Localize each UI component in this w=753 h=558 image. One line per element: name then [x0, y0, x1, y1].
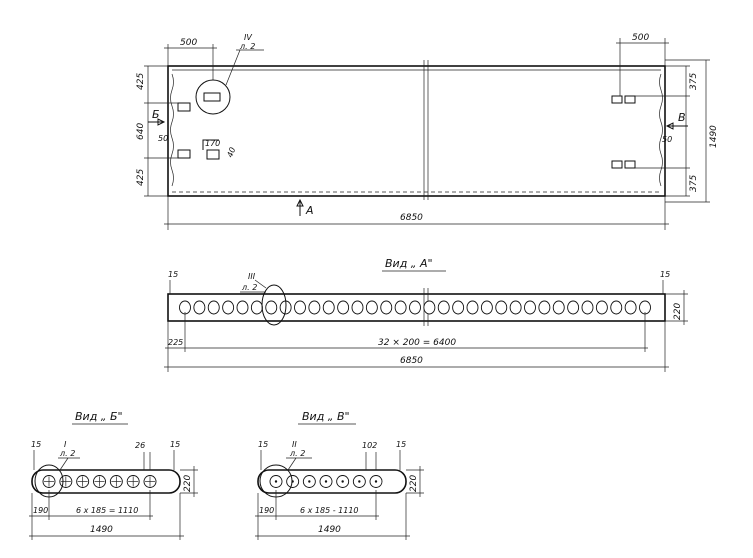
detail-dim-40: 40: [225, 146, 237, 159]
dim-left-425-bottom: 425: [136, 169, 146, 186]
plan-view: IV л. 2 500 500 425 640 425 50 Б 37: [136, 33, 719, 230]
hole: [452, 300, 465, 315]
dim-top-right: 500: [632, 33, 649, 43]
view-a-dim-15-left: 15: [168, 270, 178, 279]
hole: [480, 300, 493, 315]
hole: [265, 300, 278, 315]
view-mark-b: Б: [152, 108, 160, 121]
embedded-plate: [624, 160, 636, 169]
view-b: Вид „ Б" I л. 2 15 26 15 220 190 6 x 185…: [29, 410, 198, 540]
view-a-dim-total: 6850: [400, 356, 423, 366]
detail-dim-170: 170: [205, 139, 220, 148]
hole: [423, 300, 436, 315]
plan-dim-total: 6850: [400, 213, 423, 223]
view-b-callout-sheet: л. 2: [59, 449, 75, 458]
hole: [193, 300, 206, 315]
view-b-dim-total: 1490: [90, 525, 113, 535]
view-a-strip-outline: [167, 293, 666, 322]
embedded-plate: [611, 95, 623, 104]
hole: [222, 300, 235, 315]
hole: [207, 300, 220, 315]
view-b-dim-pitch: 6 x 185 = 1110: [76, 506, 138, 515]
view-a-dim-220: 220: [673, 303, 683, 320]
view-v-dim-total: 1490: [318, 525, 341, 535]
view-mark-v: В: [678, 111, 686, 124]
view-b-dim-15-right: 15: [170, 440, 180, 449]
view-b-dim-15-left: 15: [31, 440, 41, 449]
view-v-holes: [269, 475, 383, 488]
view-v-callout-sheet: л. 2: [289, 449, 305, 458]
view-a: Вид „ А" III л. 2 15 15 220 225 32 × 200…: [164, 257, 688, 372]
hole: [308, 300, 321, 315]
view-b-dim-26: 26: [135, 441, 145, 450]
hole: [552, 300, 565, 315]
callout-iv-sheet: л. 2: [239, 42, 255, 51]
dim-left-425-top: 425: [136, 73, 146, 90]
view-b-dim-190: 190: [33, 506, 48, 515]
view-mark-a: А: [305, 204, 314, 217]
view-b-title: Вид „ Б": [75, 410, 123, 423]
hole: [524, 300, 536, 315]
dim-right-375-bottom: 375: [689, 175, 699, 192]
view-v-title: Вид „ В": [302, 410, 350, 423]
hole: [437, 300, 450, 315]
hole: [495, 300, 508, 315]
hole: [337, 300, 350, 315]
view-v-callout-num: II: [292, 440, 297, 449]
view-v-strip-outline: [257, 469, 407, 494]
hole: [509, 300, 522, 315]
hole: [581, 300, 594, 315]
view-a-dim-225: 225: [168, 338, 183, 347]
view-v-dim-102: 102: [362, 441, 377, 450]
hole: [595, 300, 608, 315]
dim-top-left: 500: [180, 38, 197, 48]
view-v-dim-190: 190: [259, 506, 274, 515]
view-a-dim-pitch: 32 × 200 = 6400: [378, 338, 456, 348]
hole: [351, 300, 364, 315]
view-a-holes: [179, 300, 651, 315]
hole: [624, 300, 637, 315]
hole: [236, 300, 249, 315]
hole: [538, 300, 551, 315]
view-a-dim-15-right: 15: [660, 270, 670, 279]
view-v-dim-15-right: 15: [396, 440, 406, 449]
view-v-dim-pitch: 6 x 185 - 1110: [300, 506, 359, 515]
hole: [610, 300, 623, 315]
embedded-plate: [177, 149, 191, 159]
embedded-plate: [624, 95, 636, 104]
hole: [409, 300, 421, 315]
dim-right-375-top: 375: [689, 73, 699, 90]
hole: [365, 300, 378, 315]
hole: [394, 300, 407, 315]
dim-left-640: 640: [136, 123, 146, 140]
hole: [567, 300, 580, 315]
view-b-strip-outline: [31, 469, 181, 494]
view-a-callout-num: III: [248, 272, 256, 281]
view-v: Вид „ В" II л. 2 15 102 15 220 190 6 x 1…: [255, 410, 424, 540]
view-v-dim-15-left: 15: [258, 440, 268, 449]
dim-left-50: 50: [158, 134, 168, 143]
hole: [294, 300, 306, 315]
hole: [250, 300, 263, 315]
view-b-holes: [42, 475, 157, 488]
embedded-plate: [177, 102, 191, 112]
embedded-plate: [611, 160, 623, 169]
view-a-callout-sheet: л. 2: [241, 283, 257, 292]
dim-right-50: 50: [662, 135, 672, 144]
callout-oval-iii: [261, 284, 287, 326]
hole: [466, 300, 479, 315]
hole: [322, 300, 335, 315]
view-a-title: Вид „ А": [385, 257, 433, 270]
view-b-dim-220: 220: [183, 475, 193, 492]
callout-iv-number: IV: [244, 33, 252, 42]
plan-panel-outline: [167, 65, 666, 197]
view-v-dim-220: 220: [409, 475, 419, 492]
dim-right-1490: 1490: [709, 125, 719, 148]
callout-circle-iv: [195, 79, 231, 115]
view-b-callout-num: I: [64, 440, 67, 449]
hole: [380, 300, 393, 315]
